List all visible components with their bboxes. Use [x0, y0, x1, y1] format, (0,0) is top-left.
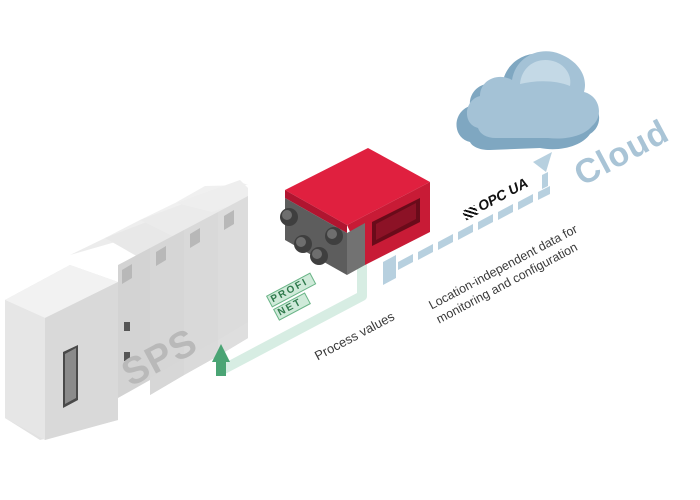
sensor-device-icon — [280, 148, 430, 275]
arrow-up-icon — [212, 344, 230, 376]
arrow-down-icon — [533, 152, 552, 172]
plc-rack-icon — [5, 180, 248, 440]
cloud-icon — [456, 51, 600, 150]
process-values-path — [212, 260, 367, 376]
cloud-data-path — [383, 152, 552, 285]
